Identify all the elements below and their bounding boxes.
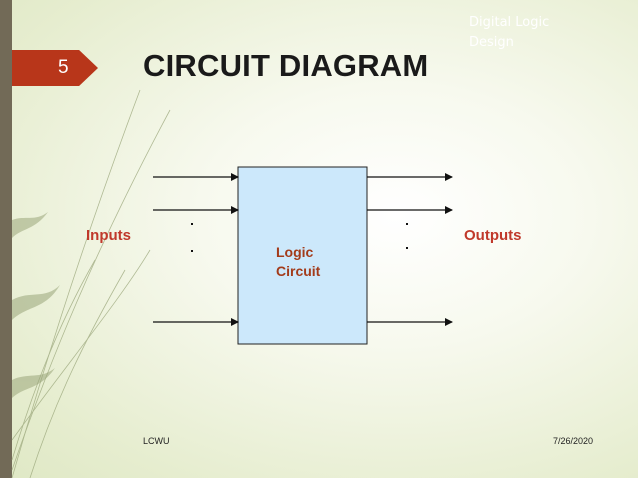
left-accent-bar [0, 0, 12, 478]
outputs-label: Outputs [464, 227, 522, 244]
logic-circuit-block [237, 166, 368, 345]
slide-title: CIRCUIT DIAGRAM [143, 48, 429, 83]
slide-number-tab [12, 50, 98, 86]
footer-org: LCWU [143, 436, 170, 446]
footer-date: 7/26/2020 [553, 436, 594, 446]
output-ellipsis-dots [406, 223, 408, 249]
logic-circuit-label: Logic Circuit [276, 244, 321, 279]
input-ellipsis-dots [191, 223, 193, 252]
inputs-label: Inputs [86, 227, 131, 244]
slide-number: 5 [58, 57, 69, 78]
header-note: Digital Logic Design [469, 15, 550, 50]
